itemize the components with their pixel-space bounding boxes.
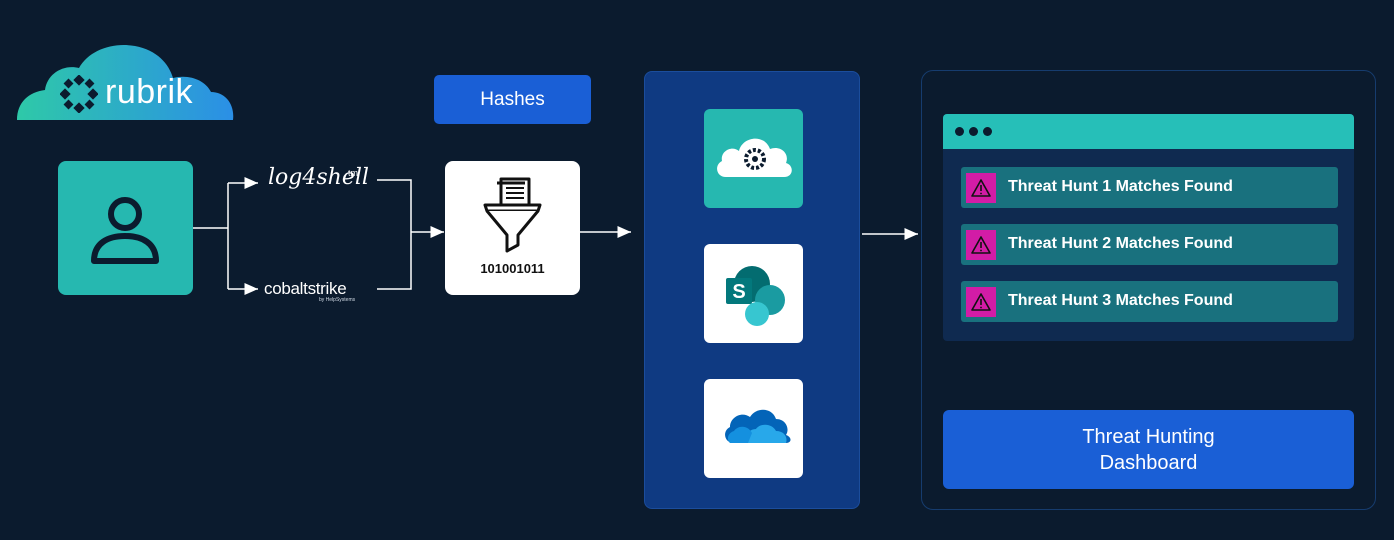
- threat-hunt-row-2: Threat Hunt 2 Matches Found: [961, 224, 1338, 265]
- cobaltstrike-subtext: by HelpSystems: [319, 297, 356, 303]
- threat-hunt-row-1: Threat Hunt 1 Matches Found: [961, 167, 1338, 208]
- warning-icon: [966, 173, 996, 203]
- binary-text: 101001011: [480, 261, 545, 276]
- log4shell-tm: tm: [348, 168, 358, 178]
- threat-hunt-label: Threat Hunt 2 Matches Found: [1008, 235, 1233, 252]
- warning-icon: [966, 230, 996, 260]
- storage-apps-column: S: [644, 71, 860, 509]
- sources-bracket: [377, 179, 412, 290]
- user-icon: [91, 197, 159, 264]
- warning-icon: [966, 287, 996, 317]
- rubrik-cloud-tile: [704, 109, 803, 208]
- hash-filter-card: 101001011: [445, 161, 580, 295]
- rubrik-logo-icon: [59, 74, 99, 114]
- threat-hunt-row-3: Threat Hunt 3 Matches Found: [961, 281, 1338, 322]
- hashes-label: Hashes: [434, 75, 591, 124]
- sharepoint-tile: S: [704, 244, 803, 343]
- sharepoint-icon: S: [726, 266, 785, 326]
- window-dot-1: [955, 127, 964, 136]
- user-card: [58, 161, 193, 295]
- dashboard-button-line-2: Dashboard: [1099, 451, 1198, 474]
- sharepoint-letter: S: [732, 281, 745, 303]
- browser-window: Threat Hunt 1 Matches Found Threat Hunt …: [943, 114, 1354, 341]
- browser-title-bar: [943, 114, 1354, 149]
- threat-hunt-label: Threat Hunt 3 Matches Found: [1008, 292, 1233, 309]
- cobaltstrike-logo: cobaltstrike: [264, 279, 347, 298]
- rubrik-cloud-icon: [717, 138, 792, 177]
- log4shell-logo: log4shell: [268, 165, 369, 190]
- onedrive-tile: [704, 379, 803, 478]
- window-dot-3: [983, 127, 992, 136]
- window-dot-2: [969, 127, 978, 136]
- threat-hunting-dashboard-button[interactable]: Threat Hunting Dashboard: [943, 410, 1354, 489]
- dashboard-panel: [921, 70, 1376, 510]
- funnel-icon: [483, 177, 542, 253]
- rubrik-wordmark: rubrik: [105, 73, 194, 111]
- dashboard-button-line-1: Threat Hunting: [1082, 425, 1215, 448]
- onedrive-icon: [725, 409, 791, 443]
- rubrik-cloud-logo: [17, 40, 235, 122]
- threat-hunt-label: Threat Hunt 1 Matches Found: [1008, 178, 1233, 195]
